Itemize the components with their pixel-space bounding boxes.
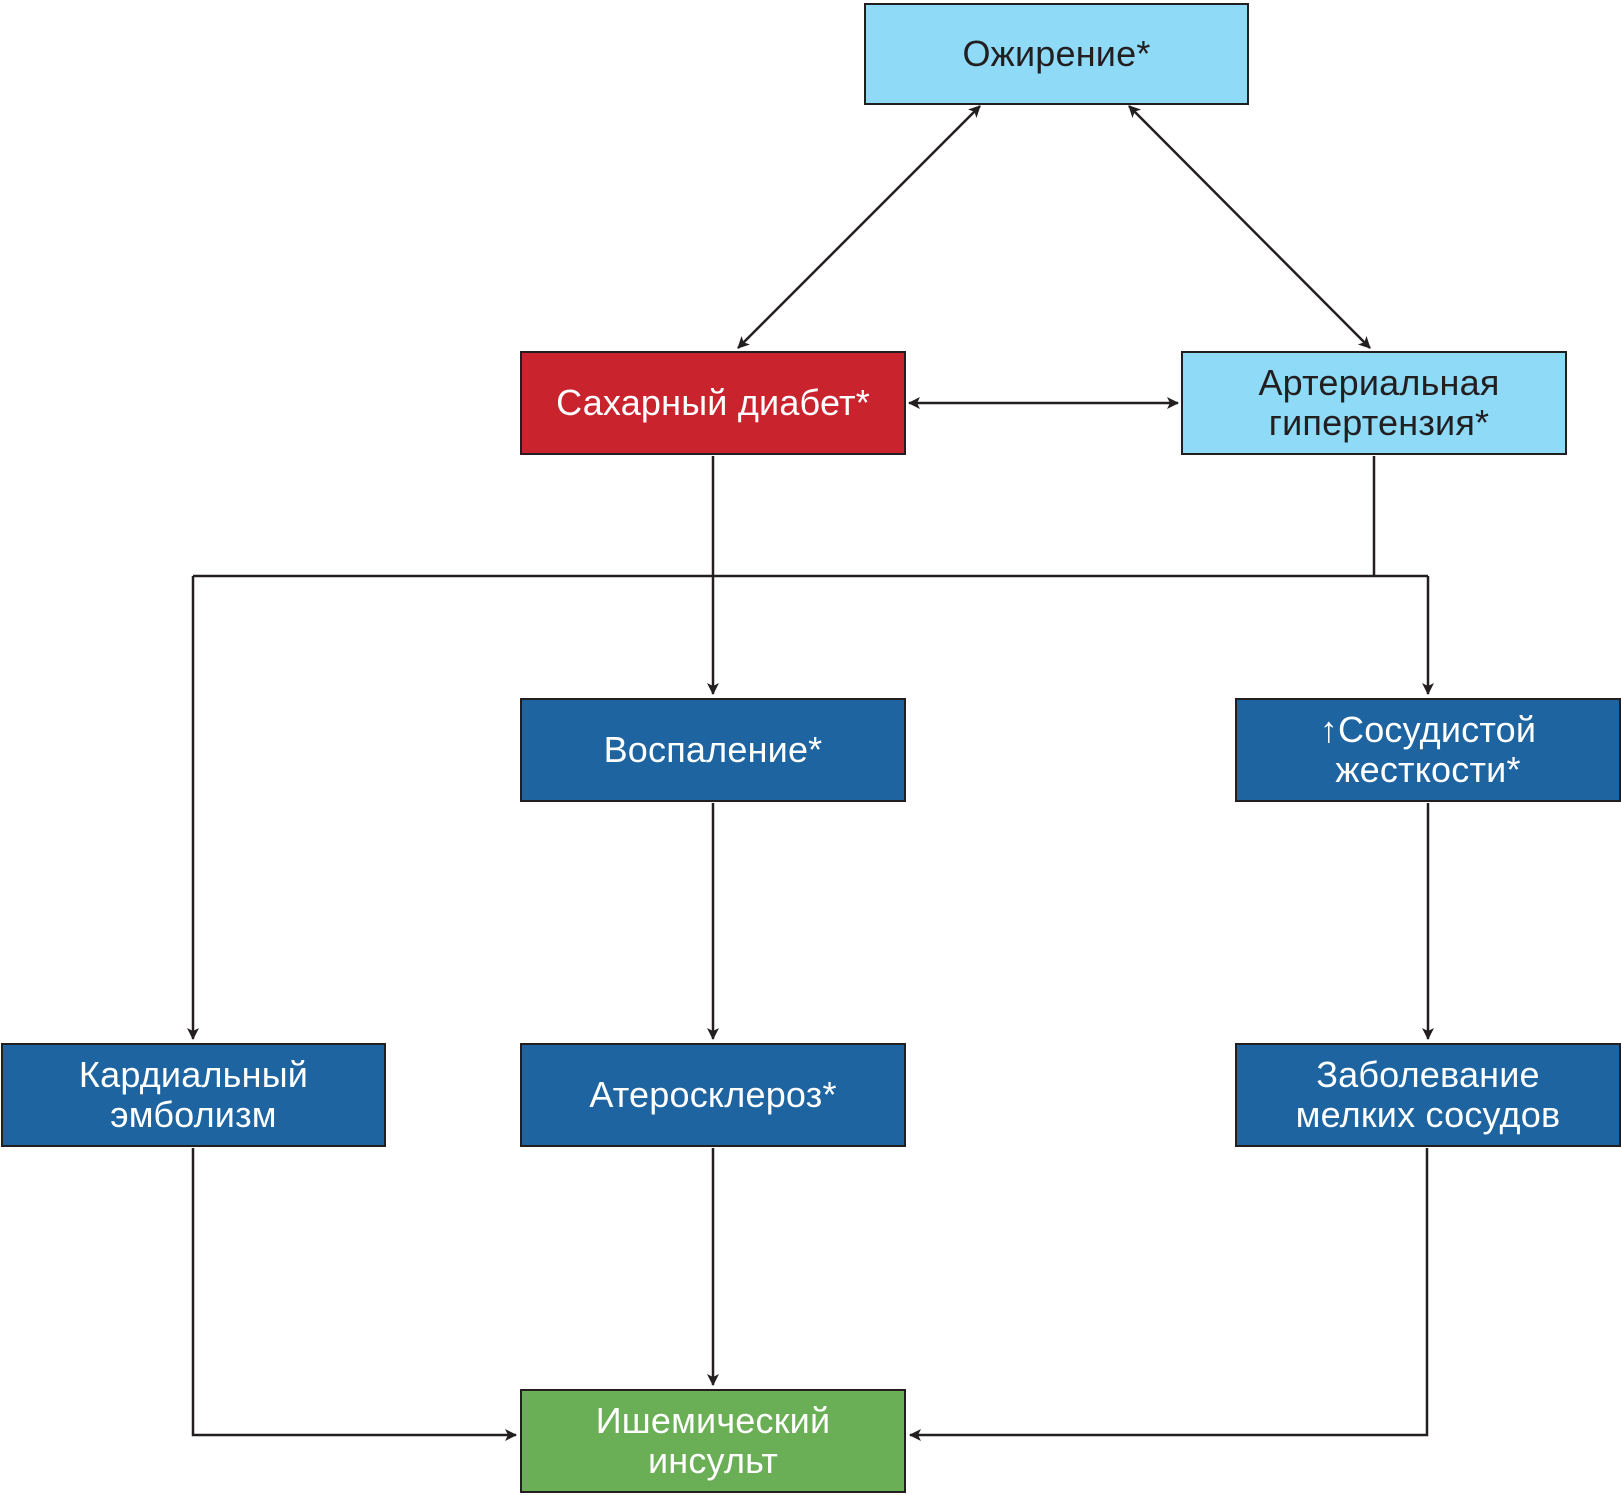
node-hypertension-label-line2: гипертензия* [1268, 402, 1490, 443]
edge-cardiac-stroke [191, 1148, 517, 1441]
node-obesity-label: Ожирение* [962, 33, 1151, 74]
node-smallvessel-label-line1: Заболевание [1316, 1054, 1540, 1095]
node-ischemic-stroke: Ишемический инсульт [520, 1389, 906, 1493]
node-diabetes: Сахарный диабет* [520, 351, 906, 455]
node-atherosclerosis: Атеросклероз* [520, 1043, 906, 1147]
node-diabetes-label: Сахарный диабет* [556, 382, 870, 423]
node-small-vessel-disease: Заболевание мелких сосудов [1235, 1043, 1621, 1147]
node-stroke-label-line1: Ишемический [595, 1400, 831, 1441]
node-inflammation: Воспаление* [520, 698, 906, 802]
node-vascular-stiffness: ↑Сосудистой жесткости* [1235, 698, 1621, 802]
node-stiffness-label-line2: жесткости* [1335, 749, 1521, 790]
edge-obesity-diabetes [737, 105, 981, 349]
node-athero-label: Атеросклероз* [589, 1074, 837, 1115]
node-hypertension-label-line1: Артериальная [1258, 362, 1500, 403]
node-cardiac-label-line2: эмболизм [110, 1094, 277, 1135]
edge-smallvessel-stroke [909, 1148, 1429, 1441]
node-stiffness-label-line1: ↑Сосудистой [1319, 709, 1537, 750]
node-inflammation-label: Воспаление* [603, 729, 823, 770]
node-cardiac-embolism: Кардиальный эмболизм [1, 1043, 386, 1147]
node-hypertension: Артериальная гипертензия* [1181, 351, 1567, 455]
node-stroke-label-line2: инсульт [647, 1440, 779, 1481]
node-obesity: Ожирение* [864, 3, 1249, 105]
node-smallvessel-label-line2: мелких сосудов [1295, 1094, 1561, 1135]
edge-obesity-hypertension [1128, 105, 1371, 349]
node-cardiac-label-line1: Кардиальный [78, 1054, 309, 1095]
